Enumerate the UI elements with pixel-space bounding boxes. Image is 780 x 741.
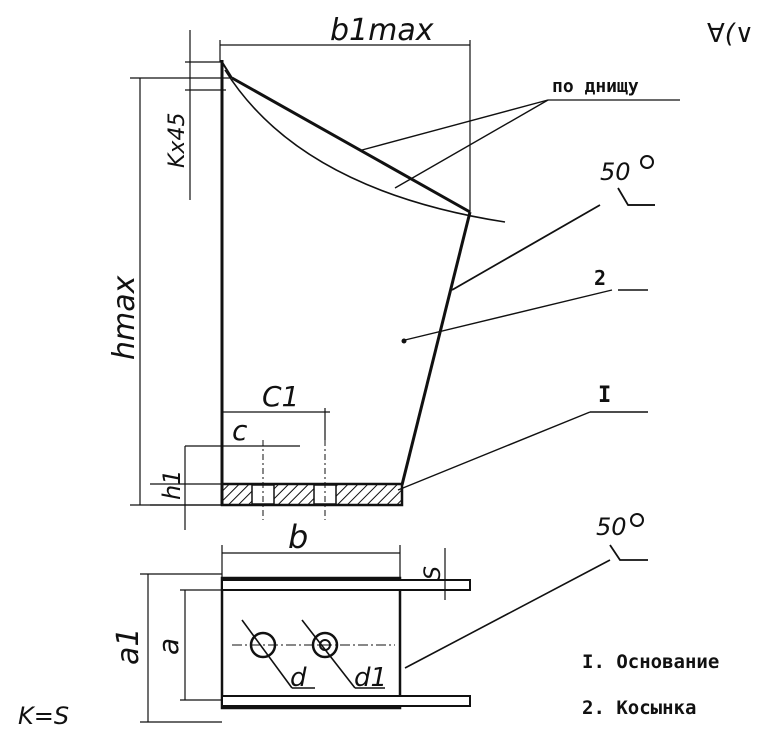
part-2-dot [401, 338, 407, 344]
weld-bottom-circle-icon [630, 513, 644, 527]
part-1-label: I [598, 383, 611, 408]
plan-view: b S a1 a d d1 50 [111, 513, 648, 723]
dim-h1-label: h1 [158, 470, 186, 500]
weld-top-label: 50 [600, 158, 631, 186]
dim-kx45-label: Kx45 [165, 113, 190, 168]
gusset-top-edge [231, 76, 471, 214]
part-2-leader [404, 289, 613, 341]
dim-d-label: d [290, 663, 307, 693]
bottom-curve-arc [224, 69, 506, 223]
dim-hmax-label: hmax [107, 275, 142, 360]
base-plate [220, 482, 404, 507]
legend-item-2: 2. Косынка [582, 697, 696, 719]
weld-top-leader [451, 204, 601, 291]
side-view: b1max hmax Kx45 C1 c h1 по днищу 50 [107, 13, 680, 530]
callout-bottom-text: по днищу [552, 76, 639, 97]
dim-c-label: c [232, 414, 248, 447]
weld-top-circle-icon [640, 155, 654, 169]
plan-hole-d [249, 631, 277, 659]
weld-bottom-label: 50 [596, 513, 627, 541]
plan-gusset-top [221, 579, 471, 591]
formula-k-equals-s: K=S [18, 702, 69, 730]
gusset-slanted-edge [400, 211, 472, 486]
part-2-label: 2 [594, 266, 606, 290]
weld-bottom-leader [404, 559, 611, 669]
dim-d1-leader [301, 619, 356, 689]
corner-mark: ∀(∨ [707, 19, 754, 49]
plan-hole-d1-outer [311, 631, 339, 659]
part-1-leader [397, 411, 591, 491]
dim-c1-label: C1 [262, 380, 299, 413]
dim-s-label: S [421, 566, 446, 580]
callout-bottom-leader-1 [361, 99, 549, 151]
weld-bottom-symbol [609, 544, 648, 561]
plan-base-outline [220, 576, 402, 710]
dim-b1max-label: b1max [330, 13, 434, 48]
dim-a1-label: a1 [111, 628, 146, 665]
dim-d-leader [241, 619, 293, 689]
dim-d1-label: d1 [354, 663, 387, 693]
callout-bottom-leader-2 [394, 99, 549, 189]
legend-item-1: I. Основание [582, 651, 719, 673]
dim-a-label: a [152, 638, 185, 655]
weld-top-symbol [617, 187, 655, 206]
gusset-top-chamfer [221, 61, 233, 79]
plan-gusset-bottom [221, 695, 471, 707]
dim-b-label: b [288, 518, 308, 556]
